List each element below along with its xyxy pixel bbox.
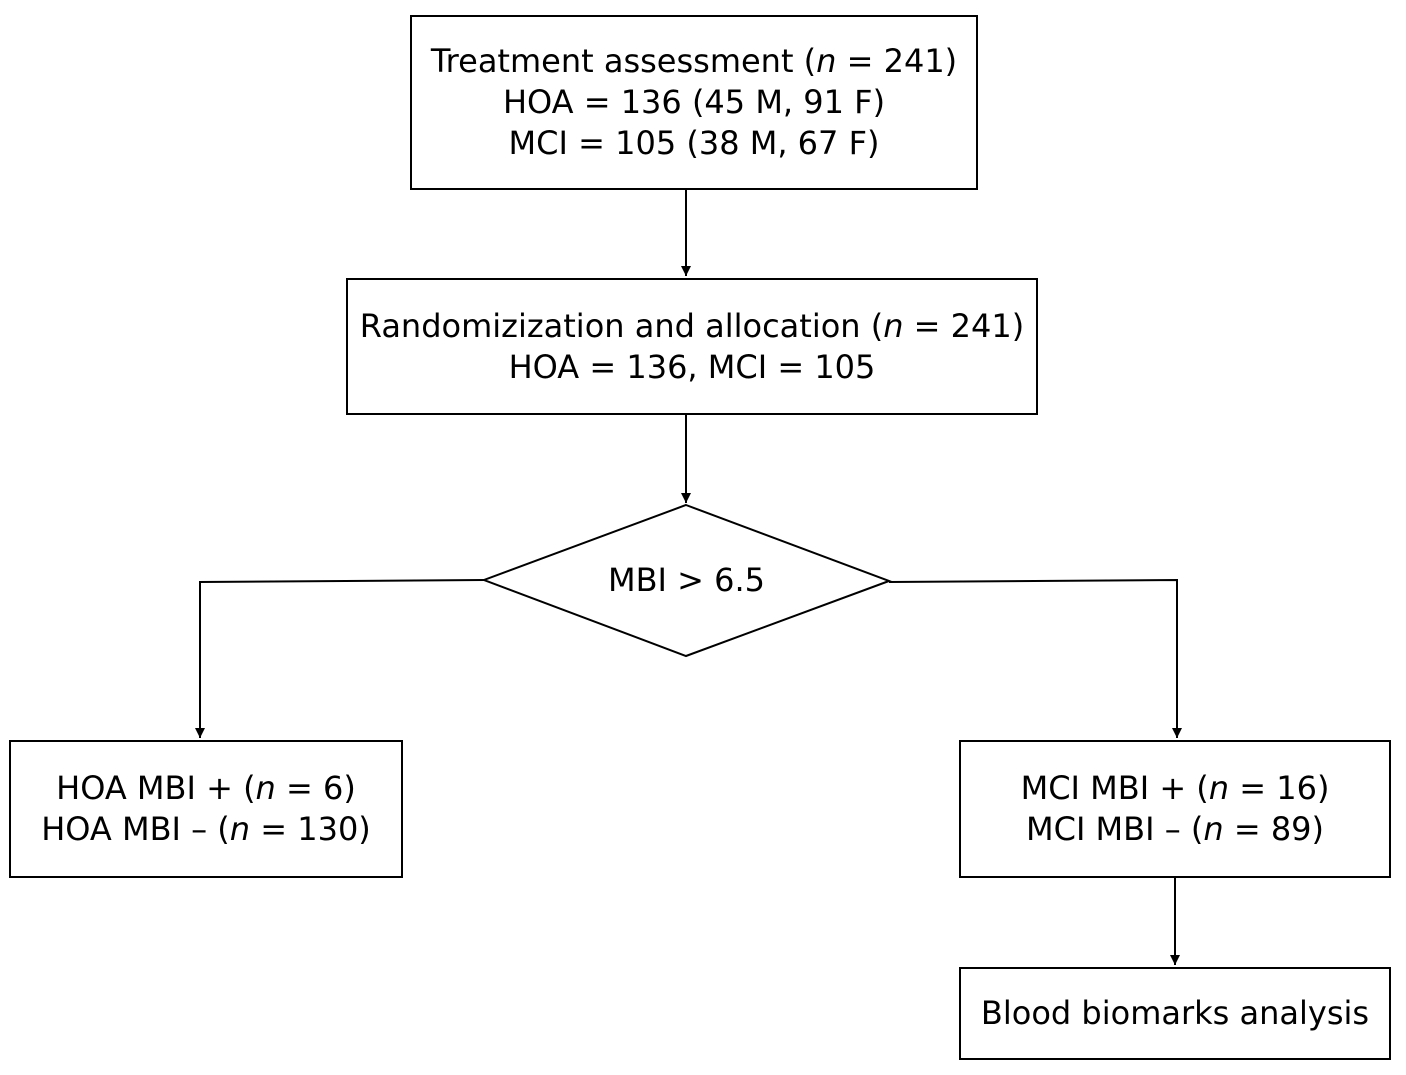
hoa-positive-lead: HOA MBI + ( xyxy=(56,769,256,807)
arrow-decision-to-mci xyxy=(888,578,1182,738)
randomization-n-symbol: n xyxy=(883,306,904,345)
randomization-lead-text: Randomizization and allocation ( xyxy=(359,306,884,345)
hoa-groups-box: HOA MBI + (n = 6) HOA MBI – (n = 130) xyxy=(9,740,403,878)
hoa-negative-lead: HOA MBI – ( xyxy=(41,810,230,848)
mci-groups-box: MCI MBI + (n = 16) MCI MBI – (n = 89) xyxy=(959,740,1391,878)
blood-biomarks-box: Blood biomarks analysis xyxy=(959,967,1391,1060)
randomization-counts: HOA = 136, MCI = 105 xyxy=(508,347,876,386)
treatment-hoa-count: HOA = 136 (45 M, 91 F) xyxy=(502,83,886,121)
mci-positive-n-symbol: n xyxy=(1208,769,1230,807)
treatment-assessment-box: Treatment assessment (n = 241) HOA = 136… xyxy=(410,15,978,190)
mci-positive-tail: = 16) xyxy=(1229,769,1330,807)
treatment-lead-text: Treatment assessment ( xyxy=(430,42,817,80)
treatment-mci-count: MCI = 105 (38 M, 67 F) xyxy=(508,124,880,162)
hoa-mbi-negative: HOA MBI – (n = 130) xyxy=(41,809,371,850)
decision-diamond xyxy=(481,503,892,658)
mci-mbi-negative: MCI MBI – (n = 89) xyxy=(1026,809,1324,850)
hoa-positive-tail: = 6) xyxy=(275,769,356,807)
mci-negative-lead: MCI MBI – ( xyxy=(1025,810,1204,848)
mci-negative-tail: = 89) xyxy=(1223,810,1325,848)
treatment-n-symbol: n xyxy=(816,42,837,80)
randomization-tail-text: = 241) xyxy=(903,306,1025,345)
randomization-box: Randomizization and allocation (n = 241)… xyxy=(346,278,1038,415)
mci-mbi-positive: MCI MBI + (n = 16) xyxy=(1021,768,1330,809)
arrow-decision-to-hoa xyxy=(195,579,485,738)
treatment-tail-text: = 241) xyxy=(836,42,958,80)
mci-positive-lead: MCI MBI + ( xyxy=(1020,769,1209,807)
randomization-title: Randomizization and allocation (n = 241) xyxy=(360,306,1024,347)
blood-biomarks-label: Blood biomarks analysis xyxy=(980,994,1370,1032)
hoa-negative-tail: = 130) xyxy=(250,810,371,848)
hoa-negative-n-symbol: n xyxy=(229,810,251,848)
hoa-positive-n-symbol: n xyxy=(255,769,276,807)
hoa-mbi-positive: HOA MBI + (n = 6) xyxy=(56,768,356,809)
treatment-assessment-title: Treatment assessment (n = 241) xyxy=(431,41,957,82)
mci-negative-n-symbol: n xyxy=(1203,810,1224,848)
decision-label: MBI > 6.5 xyxy=(607,561,766,599)
